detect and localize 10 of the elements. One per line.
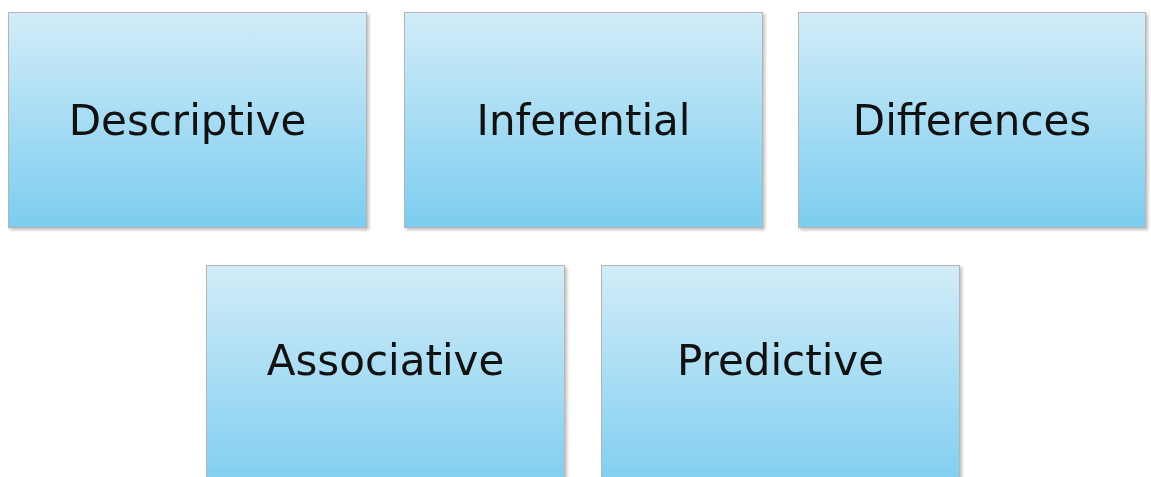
- box-label: Differences: [852, 95, 1092, 145]
- category-box: [404, 12, 763, 228]
- category-box: [601, 265, 960, 477]
- box-label: Inferential: [476, 95, 691, 145]
- category-box: [8, 12, 367, 228]
- box-label: Descriptive: [68, 95, 307, 145]
- box-label: Predictive: [677, 335, 884, 385]
- box-label: Associative: [266, 335, 505, 385]
- category-box: [206, 265, 565, 477]
- category-box: [798, 12, 1146, 228]
